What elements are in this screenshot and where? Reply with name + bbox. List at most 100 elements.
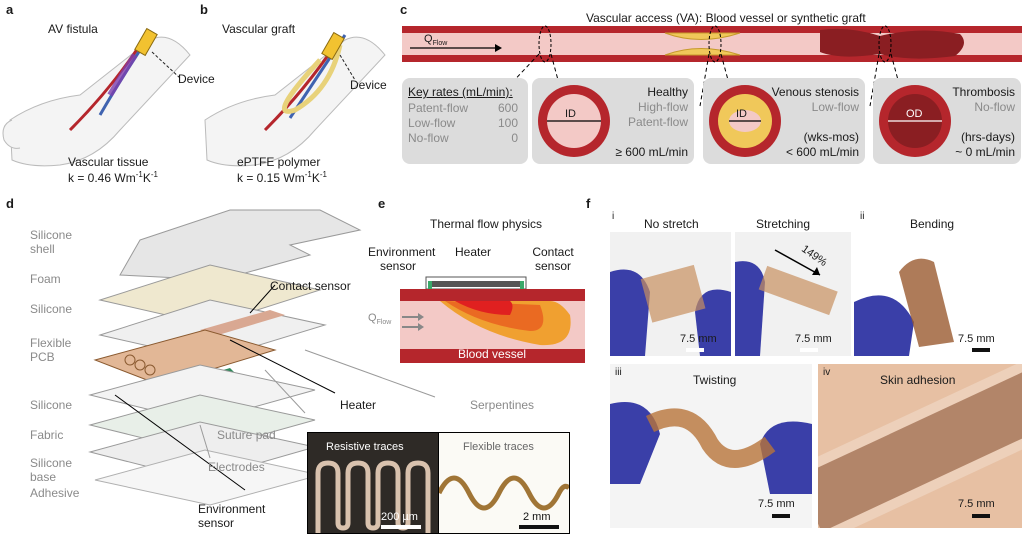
twisting-scale-label: 7.5 mm — [758, 498, 795, 510]
panel-a-material-line1: Vascular tissue — [68, 155, 149, 169]
layer-label: Flexible PCB — [30, 336, 72, 364]
panel-c-title: Vascular access (VA): Blood vessel or sy… — [586, 11, 866, 25]
state-line1: High-flow — [637, 100, 688, 114]
layer-label: Silicone base — [30, 456, 73, 484]
serpentines-label: Serpentines — [470, 398, 535, 412]
exploded-device-layers — [88, 209, 436, 506]
flexible-traces-inset: Flexible traces 2 mm — [438, 432, 570, 534]
state-rate: ~ 0 mL/min — [955, 145, 1015, 159]
state-name: Healthy — [647, 85, 688, 99]
suture-pad-label: Suture pad — [217, 428, 276, 442]
panel-b-device-label: Device — [350, 78, 387, 92]
environment-sensor-label: Environment sensor — [198, 502, 266, 530]
bending-scale-bar — [972, 348, 990, 352]
resistive-traces-inset: Resistive traces 200 µm — [307, 432, 439, 534]
layer-label: Foam — [30, 272, 61, 286]
layer-label: Silicone — [30, 302, 73, 316]
state-line2: Patent-flow — [627, 115, 688, 129]
photo-twisting — [610, 364, 812, 528]
panel-b-letter: b — [200, 2, 208, 17]
contact-sensor-label: Contact sensor — [270, 279, 351, 293]
state-name: Thrombosis — [952, 85, 1015, 99]
key-rates-box — [402, 78, 528, 164]
diameter-label: OD — [906, 108, 923, 120]
no-stretch-scale-label: 7.5 mm — [680, 333, 717, 345]
vessel-cross-section — [879, 85, 951, 157]
key-rate-row: Low-flow 100 — [408, 116, 518, 131]
resistive-traces-title: Resistive traces — [326, 441, 404, 453]
state-time: (wks-mos) — [803, 130, 859, 144]
twisting-scale-bar — [772, 514, 790, 518]
thermal-flow-diagram — [400, 276, 585, 363]
panel-e-letter: e — [378, 196, 386, 211]
key-rate-value: 0 — [511, 131, 518, 145]
state-rate: ≥ 600 mL/min — [615, 145, 688, 159]
state-rate: < 600 mL/min — [785, 145, 859, 159]
bending-label: Bending — [910, 217, 955, 231]
key-rate-value: 600 — [497, 101, 518, 115]
panel-a-material-line2: k = 0.46 Wm-1K-1 — [68, 170, 158, 185]
state-name: Venous stenosis — [771, 85, 859, 99]
panel-e-contact-sensor: Contact sensor — [532, 245, 574, 273]
stretching-label: Stretching — [756, 217, 811, 231]
key-rate-value: 100 — [497, 116, 518, 130]
no-stretch-label: No stretch — [644, 217, 699, 231]
key-rate-row: Patent-flow 600 — [408, 101, 518, 116]
panel-e-environment-sensor: Environment sensor — [368, 245, 436, 273]
panel-e-qflow: QFlow — [368, 312, 392, 327]
panel-f-ii-label: ii — [860, 211, 865, 222]
state-line1: No-flow — [974, 100, 1015, 114]
stretching-scale-label: 7.5 mm — [795, 333, 832, 345]
vessel-cross-section — [709, 85, 781, 157]
panel-d-letter: d — [6, 196, 14, 211]
state-time: (hrs-days) — [960, 130, 1015, 144]
state-line1: Low-flow — [811, 100, 859, 114]
flexible-scale-label: 2 mm — [523, 511, 551, 523]
resistive-scale-label: 200 µm — [381, 511, 418, 523]
panel-f-iii-label: iii — [615, 367, 622, 378]
photo-stretching — [735, 232, 851, 356]
skin-adhesion-label: Skin adhesion — [880, 373, 956, 387]
blood-vessel-long-section — [402, 25, 1022, 107]
panel-b-material-line1: ePTFE polymer — [237, 155, 321, 169]
panel-b-material-line2: k = 0.15 Wm-1K-1 — [237, 170, 327, 185]
panel-f-letter: f — [586, 196, 591, 211]
panel-f-iv-label: iv — [823, 367, 831, 378]
skin-scale-label: 7.5 mm — [958, 498, 995, 510]
stretch-arrow — [774, 249, 821, 276]
photo-no-stretch — [610, 232, 731, 356]
photo-skin-adhesion — [818, 364, 1022, 528]
twisting-label: Twisting — [693, 373, 737, 387]
panel-a-device-label: Device — [178, 72, 215, 86]
heater-label: Heater — [340, 398, 377, 412]
arm-graft-illustration — [204, 31, 386, 167]
layer-label: Silicone shell — [30, 228, 73, 256]
vessel-cross-section — [538, 85, 610, 157]
arm-fistula-illustration — [2, 27, 191, 167]
layer-label: Silicone — [30, 398, 73, 412]
key-rate-label: Low-flow — [408, 116, 456, 130]
bending-scale-label: 7.5 mm — [958, 333, 995, 345]
panel-a-letter: a — [6, 2, 14, 17]
layer-label: Adhesive — [30, 486, 80, 500]
photo-bending — [854, 232, 1022, 356]
panel-e-vessel-label: Blood vessel — [458, 347, 527, 361]
flexible-scale-bar — [519, 525, 559, 529]
flexible-traces-title: Flexible traces — [463, 441, 534, 453]
layer-label: Fabric — [30, 428, 64, 442]
resistive-scale-bar — [381, 525, 421, 529]
key-rates-title: Key rates (mL/min): — [408, 85, 513, 99]
panel-c-letter: c — [400, 2, 408, 17]
electrodes-label: Electrodes — [208, 460, 265, 474]
key-rate-label: Patent-flow — [408, 101, 469, 115]
skin-scale-bar — [972, 514, 990, 518]
diameter-label: ID — [565, 108, 576, 120]
panel-b-title: Vascular graft — [222, 22, 296, 36]
no-stretch-scale-bar — [686, 348, 704, 352]
stretching-scale-bar — [800, 348, 818, 352]
panel-e-heater: Heater — [455, 245, 492, 259]
panel-c-qflow: QFlow — [424, 33, 448, 48]
panel-e-title: Thermal flow physics — [430, 217, 543, 231]
